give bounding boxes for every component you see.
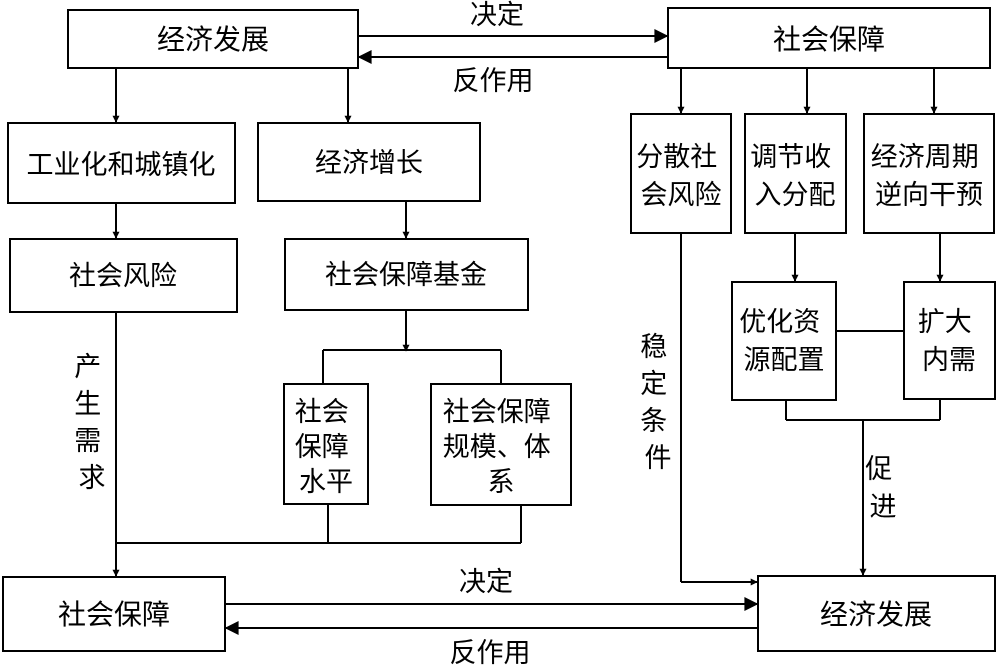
- ss-scale-node: 社会保障 规模、体 系: [430, 383, 572, 506]
- ss-level-node: 社会 保障 水平: [283, 383, 369, 505]
- bottom-econ-dev-node: 经济发展: [757, 575, 996, 652]
- top-social-security-node: 社会保障: [667, 7, 991, 69]
- industrialization-label: 工业化和城镇化: [27, 150, 216, 181]
- top-econ-dev-node: 经济发展: [67, 9, 359, 69]
- countercyclical-node: 经济周期 逆向干预: [863, 113, 995, 234]
- bottom-social-security-label: 社会保障: [58, 598, 170, 631]
- ss-fund-node: 社会保障基金: [284, 238, 529, 311]
- adjust-income-label: 调节收 入分配: [750, 142, 840, 211]
- ss-scale-label: 社会保障 规模、体 系: [443, 397, 560, 498]
- promote-label: 促 进: [865, 454, 901, 523]
- top-social-security-label: 社会保障: [773, 23, 885, 56]
- econ-growth-node: 经济增长: [257, 122, 481, 202]
- optimize-label: 优化资 源配置: [739, 307, 829, 376]
- creates-demand-label: 产 生 需 求: [74, 352, 110, 494]
- expand-demand-label: 扩大 内需: [918, 307, 981, 376]
- top-econ-dev-label: 经济发展: [157, 23, 269, 56]
- adjust-income-node: 调节收 入分配: [744, 113, 847, 234]
- stable-condition-label: 稳 定 条 件: [640, 332, 676, 474]
- bottom-reacts-label: 反作用: [450, 638, 531, 668]
- econ-growth-label: 经济增长: [315, 148, 423, 179]
- bottom-econ-dev-label: 经济发展: [820, 598, 932, 631]
- top-reacts-label: 反作用: [453, 66, 534, 97]
- top-decides-label: 决定: [470, 0, 524, 31]
- social-risk-label: 社会风险: [69, 261, 177, 292]
- ss-level-label: 社会 保障 水平: [295, 397, 358, 498]
- industrialization-node: 工业化和城镇化: [7, 122, 236, 204]
- optimize-node: 优化资 源配置: [731, 281, 837, 401]
- disperse-risk-label: 分散社 会风险: [636, 142, 726, 211]
- ss-fund-label: 社会保障基金: [325, 260, 487, 291]
- expand-demand-node: 扩大 内需: [903, 281, 996, 400]
- countercyclical-label: 经济周期 逆向干预: [871, 142, 988, 211]
- disperse-risk-node: 分散社 会风险: [630, 113, 732, 234]
- bottom-decides-label: 决定: [459, 567, 513, 598]
- social-risk-node: 社会风险: [9, 238, 238, 313]
- bottom-social-security-node: 社会保障: [2, 576, 226, 652]
